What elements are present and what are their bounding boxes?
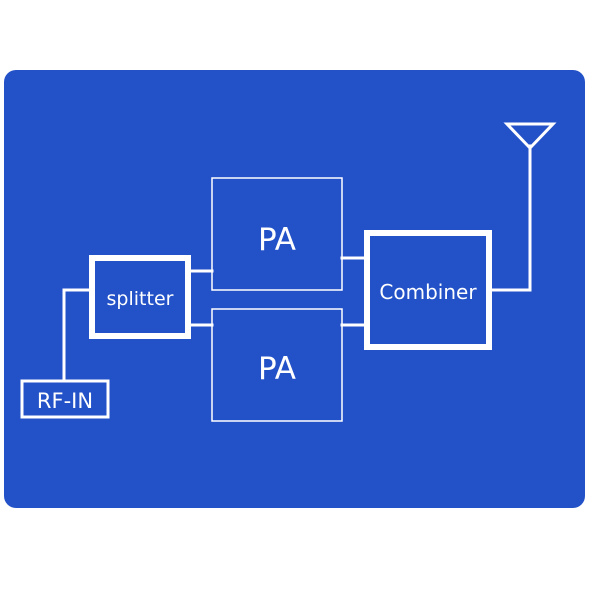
pa-top-block [211, 177, 343, 291]
pa-top-label: PA [258, 222, 296, 258]
splitter-block [89, 255, 191, 339]
pa-bottom-block [211, 308, 343, 422]
rf-in-to-splitter-wire [62, 288, 94, 383]
combiner-label: Combiner [379, 280, 477, 304]
antenna-icon [503, 122, 557, 151]
rf-in-label: RF-IN [37, 389, 93, 413]
combiner-to-antenna-wire [487, 144, 532, 292]
splitter-label: splitter [107, 288, 174, 310]
pa-bottom-label: PA [258, 351, 296, 387]
